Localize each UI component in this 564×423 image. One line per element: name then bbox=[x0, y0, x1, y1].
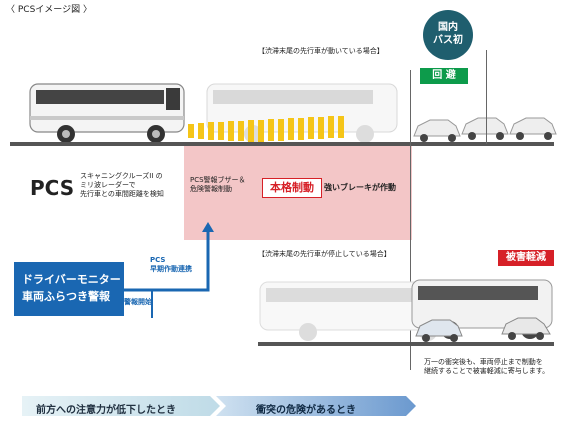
radar-beam bbox=[188, 116, 344, 142]
domestic-first-line1: 国内 bbox=[438, 22, 458, 33]
timeline-phase2: 衝突の危険があるとき bbox=[256, 405, 356, 416]
pcs-early-line2: 早期作動連携 bbox=[150, 265, 192, 273]
scenario-stopped-label: 【渋滞末尾の先行車が停止している場合】 bbox=[258, 250, 391, 258]
note-line2: 継続することで被害軽減に寄与します。 bbox=[424, 367, 550, 375]
bus-top-illustration bbox=[29, 83, 185, 143]
timeline-phase1: 前方への注意力が低下したとき bbox=[36, 405, 176, 416]
pcs-description-line2: ミリ波レーダーで bbox=[80, 181, 136, 189]
pcs-label: PCS bbox=[30, 176, 75, 200]
cars-top bbox=[413, 117, 557, 142]
cars-bottom bbox=[415, 317, 551, 342]
pcs-early-line1: PCS bbox=[150, 256, 166, 264]
divider-vertical-1 bbox=[410, 70, 411, 370]
driver-monitor-box: ドライバーモニター 車両ふらつき警報 bbox=[14, 262, 124, 316]
driver-monitor-connector bbox=[124, 222, 214, 318]
pcs-description-line3: 先行車との車間距離を検知 bbox=[80, 190, 164, 198]
full-braking-badge: 本格制動 bbox=[262, 178, 322, 198]
pcs-description-line1: スキャニングクルーズII の bbox=[80, 172, 163, 180]
warning-stage-line2: 危険警報制動 bbox=[190, 185, 232, 193]
domestic-first-line2: バス初 bbox=[433, 35, 463, 46]
strong-brake-text: 強いブレーキが作動 bbox=[324, 183, 396, 192]
note-line1: 万一の衝突後も、車両停止まで制動を bbox=[424, 358, 543, 366]
driver-monitor-line2: 車両ふらつき警報 bbox=[22, 290, 110, 303]
warning-stage-line1: PCS警報ブザー＆ bbox=[190, 176, 246, 184]
warning-stage-region bbox=[184, 144, 254, 240]
road-top bbox=[10, 142, 554, 146]
scenario-moving-label: 【渋滞末尾の先行車が動いている場合】 bbox=[258, 47, 384, 55]
driver-monitor-line1: ドライバーモニター bbox=[22, 273, 121, 286]
alert-start-label: 警報開始 bbox=[124, 298, 152, 306]
bus-bottom-front bbox=[411, 279, 553, 339]
damage-reduction-badge: 被害軽減 bbox=[498, 250, 554, 266]
road-bottom bbox=[258, 342, 554, 346]
timeline-arrows bbox=[22, 396, 416, 416]
divider-vertical-2 bbox=[486, 50, 487, 144]
avoid-badge: 回 避 bbox=[420, 68, 468, 84]
domestic-first-badge: 国内 バス初 bbox=[423, 10, 473, 60]
diagram-caption: 〈 PCSイメージ図 〉 bbox=[6, 5, 92, 15]
